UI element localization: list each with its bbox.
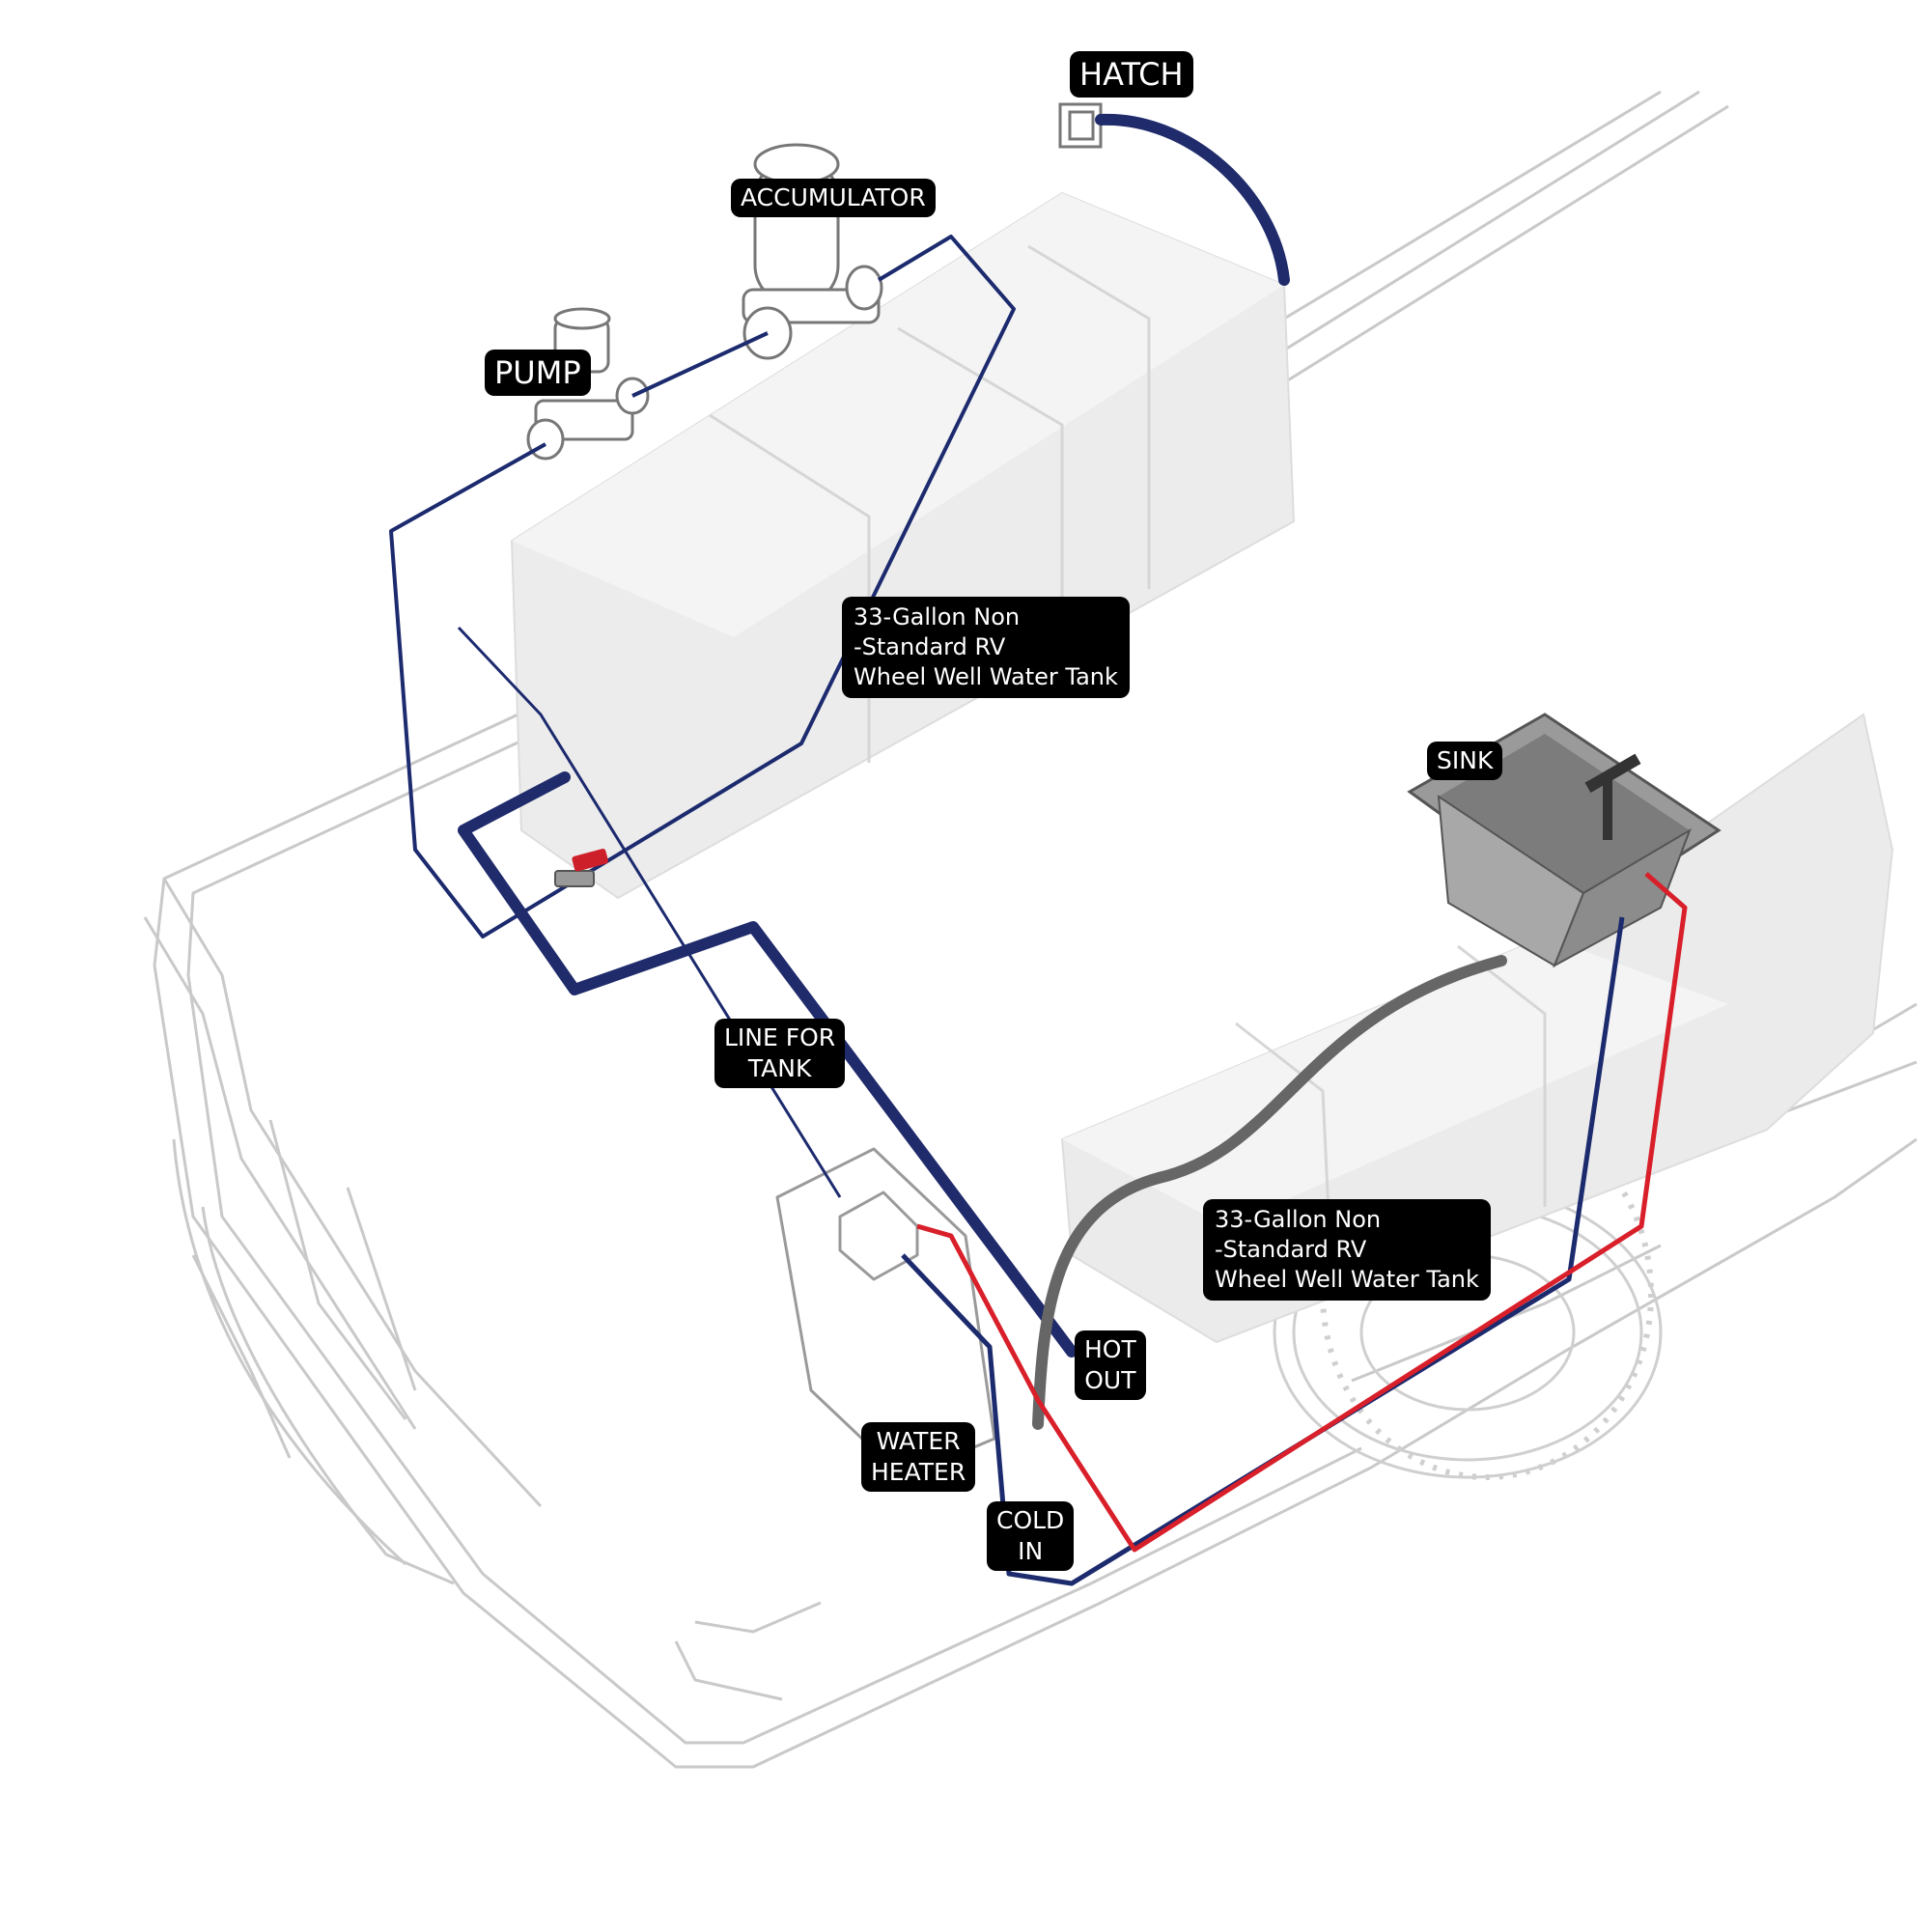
upper-tank-line-3: Wheel Well Water Tank xyxy=(854,663,1118,690)
cold-in-line-2: IN xyxy=(1018,1537,1044,1565)
label-sink: SINK xyxy=(1427,742,1503,780)
hatch-fitting xyxy=(1058,102,1103,149)
label-line-for-tank: LINE FOR TANK xyxy=(714,1019,846,1088)
label-accumulator: ACCUMULATOR xyxy=(731,179,936,217)
supply-line xyxy=(389,235,1016,938)
label-lower-tank: 33-Gallon Non -Standard RV Wheel Well Wa… xyxy=(1203,1199,1491,1301)
upper-water-tank xyxy=(510,191,1296,900)
hatch-fill-line xyxy=(1095,113,1290,286)
lower-tank-line-2: -Standard RV xyxy=(1215,1236,1367,1263)
lower-tank-line-1: 33-Gallon Non xyxy=(1215,1206,1382,1233)
cold-in-line-1: COLD xyxy=(996,1506,1065,1534)
label-water-heater: WATER HEATER xyxy=(861,1422,976,1492)
upper-tank-line-2: -Standard RV xyxy=(854,633,1006,660)
sink-drain-hose xyxy=(1032,955,1507,1430)
label-pump: PUMP xyxy=(485,350,591,396)
hot-line-to-sink xyxy=(916,872,1688,1553)
label-upper-tank: 33-Gallon Non -Standard RV Wheel Well Wa… xyxy=(842,597,1130,698)
line-for-tank-line-2: TANK xyxy=(747,1054,812,1082)
label-cold-in: COLD IN xyxy=(987,1501,1075,1571)
upper-tank-line-1: 33-Gallon Non xyxy=(854,603,1021,630)
water-heater-line-1: WATER xyxy=(876,1427,961,1455)
label-hot-out: HOT OUT xyxy=(1075,1330,1146,1400)
cold-line-to-sink xyxy=(901,916,1625,1586)
label-hatch: HATCH xyxy=(1070,51,1193,98)
line-for-tank xyxy=(458,771,1078,1358)
line-for-tank-line-1: LINE FOR xyxy=(724,1023,836,1051)
lower-tank-line-3: Wheel Well Water Tank xyxy=(1215,1266,1479,1293)
hot-out-line-2: OUT xyxy=(1084,1366,1136,1394)
water-heater-line-2: HEATER xyxy=(871,1458,966,1486)
drain-valve xyxy=(554,848,609,887)
hot-out-line-1: HOT xyxy=(1084,1335,1136,1363)
